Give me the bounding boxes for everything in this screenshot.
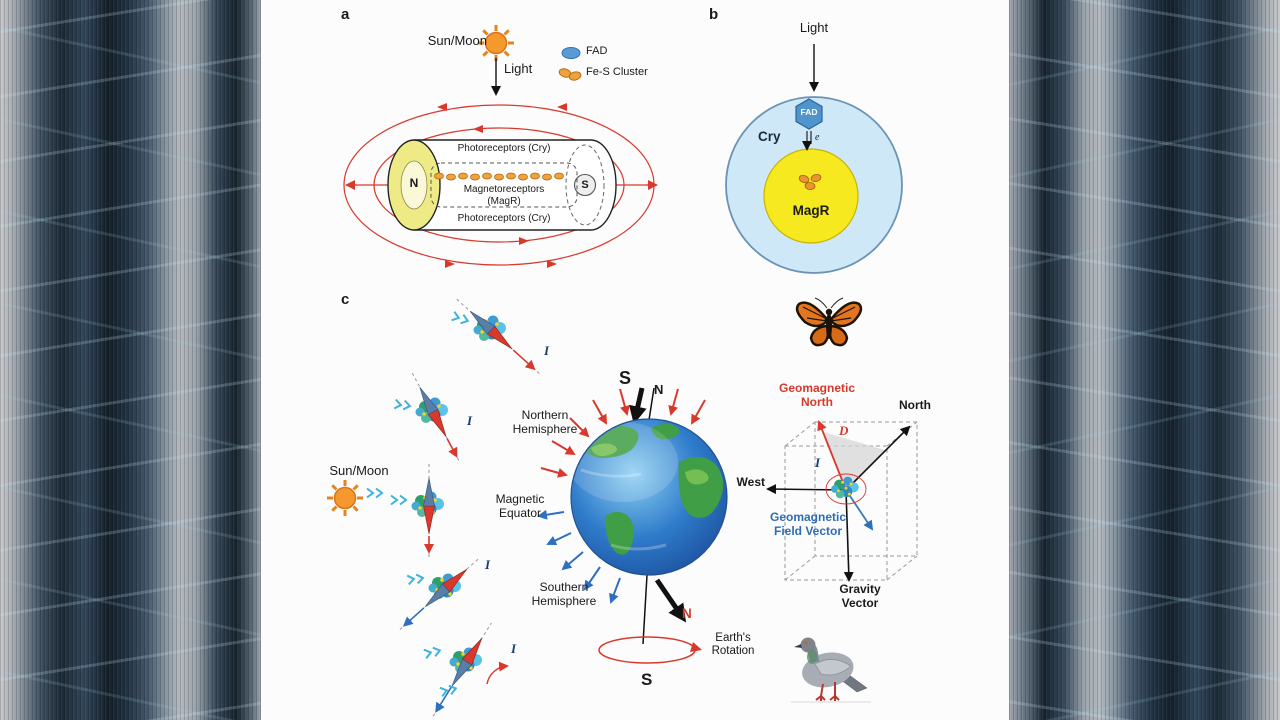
north-label: North — [899, 398, 931, 412]
fad-hexagon — [795, 98, 823, 130]
magr-label: MagR — [792, 203, 830, 218]
protein-compass-unit — [456, 298, 541, 375]
fes-cluster-chain — [434, 172, 564, 181]
rod-top-label: Photoreceptors (Cry) — [457, 143, 551, 154]
fes-legend-swatch — [558, 68, 582, 81]
field-vector — [845, 489, 874, 531]
geomagnetic-north-label: Geomagnetic North — [778, 381, 856, 409]
inclination-label-1: I — [544, 343, 550, 358]
right-background-strip — [1009, 0, 1280, 720]
protein-compass-unit — [399, 556, 481, 630]
inclination-arc — [486, 661, 509, 685]
rod-bottom-label: Photoreceptors (Cry) — [457, 213, 551, 224]
pole-n-bottom-label: N — [682, 606, 692, 621]
earth-globe — [570, 418, 728, 576]
west-label: West — [736, 475, 765, 489]
pole-n-top-label: N — [654, 382, 664, 397]
sun-icon — [325, 478, 365, 518]
magnetic-equator-label: Magnetic Equator — [495, 492, 545, 520]
inclination-label-2: I — [467, 413, 473, 428]
rotation-arrow — [598, 636, 702, 664]
north-vector — [845, 425, 911, 491]
rod-pole-n: N — [409, 176, 419, 190]
sun-moon-label-a: Sun/Moon — [427, 33, 487, 48]
panel-c-letter: c — [341, 291, 350, 308]
light-label-a: Light — [504, 61, 533, 76]
panel-a-letter: a — [341, 6, 350, 23]
figure-artwork — [325, 23, 918, 717]
northern-hemisphere-label: Northern Hemisphere — [512, 408, 578, 436]
butterfly-illustration — [795, 297, 863, 347]
electron-arrow — [802, 131, 812, 151]
earth-axis — [642, 387, 655, 645]
inclination-label-box: I — [815, 455, 821, 470]
gravity-vector — [843, 489, 854, 582]
rod-mid-label-2: (MagR) — [487, 196, 521, 207]
receptor-rod — [387, 139, 617, 231]
left-background-strip — [0, 0, 261, 720]
magr-protein-circle — [763, 148, 859, 244]
pigeon-illustration — [791, 637, 871, 703]
earths-rotation-label: Earth's Rotation — [711, 632, 755, 658]
north-field-arrows — [540, 388, 706, 478]
legend-fad-label: FAD — [586, 45, 608, 57]
cry-label: Cry — [758, 129, 781, 144]
south-field-arrows — [537, 509, 621, 604]
electron-label: e — [815, 132, 820, 143]
geomagnetic-north-vector — [817, 420, 847, 491]
pole-s-top-label: S — [619, 368, 632, 388]
inclination-label-4: I — [511, 641, 517, 656]
geomagnetic-field-vector-label: Geomagnetic Field Vector — [769, 510, 847, 538]
rod-pole-s: S — [581, 179, 589, 191]
protein-compass-unit — [411, 464, 444, 560]
gravity-vector-label: Gravity Vector — [839, 582, 881, 610]
magnetic-pole-arrow-bottom — [654, 578, 687, 623]
fad-hexagon-label: FAD — [800, 107, 818, 117]
rod-mid-label-1: Magnetoreceptors — [463, 184, 545, 195]
light-label-b: Light — [799, 20, 829, 35]
legend-fes-label: Fe-S Cluster — [586, 66, 648, 78]
fad-legend-swatch — [561, 47, 581, 59]
declination-label: D — [839, 423, 849, 438]
protein-compass-unit — [411, 372, 461, 464]
declination-fan — [823, 432, 885, 490]
figure-panel: a Sun/Moon Light FAD Fe-S Cluster Photor… — [261, 0, 1009, 720]
magnetic-pole-arrow-top — [628, 387, 647, 425]
pole-s-bottom-label: S — [641, 670, 653, 689]
protein-compass-unit — [432, 622, 492, 717]
sun-moon-label-c: Sun/Moon — [329, 463, 389, 478]
southern-hemisphere-label: Southern Hemisphere — [531, 580, 597, 608]
sensor-outline — [825, 473, 867, 505]
panel-b-letter: b — [709, 6, 719, 23]
inclination-label-3: I — [485, 557, 491, 572]
